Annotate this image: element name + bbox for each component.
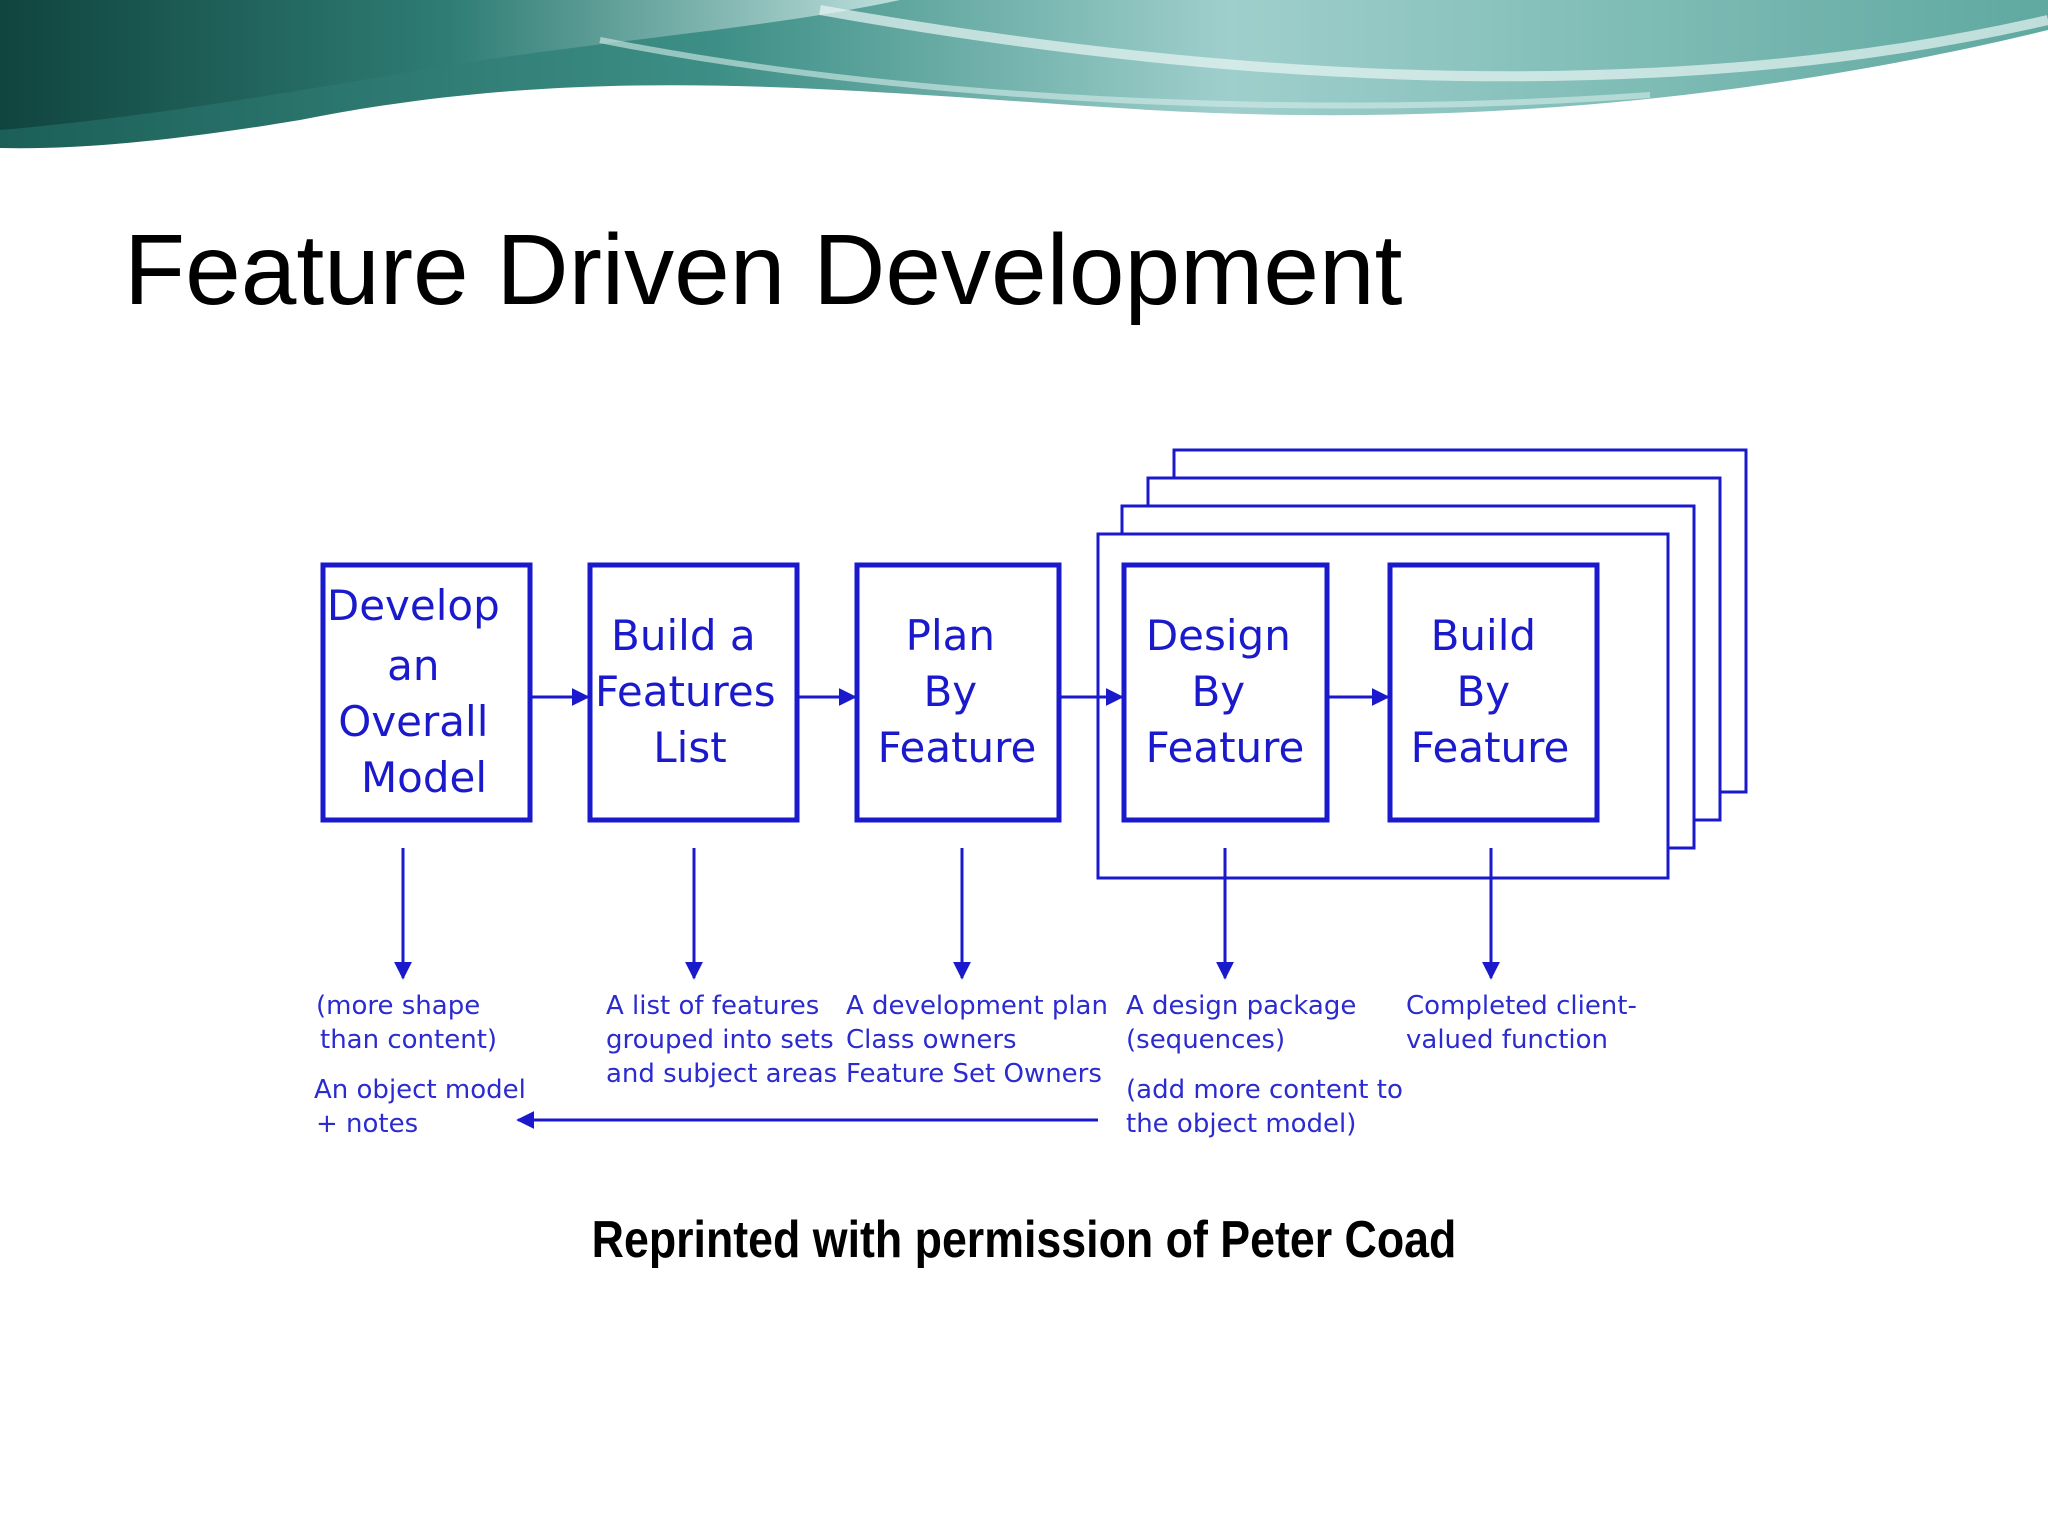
note-features-list: A list of features grouped into sets and… — [606, 991, 842, 1089]
note-plan-by-feature: A development plan Class owners Feature … — [846, 991, 1116, 1089]
slide-title: Feature Driven Development — [124, 214, 1403, 326]
box-develop-overall-model — [320, 562, 533, 823]
box-build-by-feature — [1387, 562, 1600, 823]
box-plan-by-feature — [854, 562, 1062, 823]
box-label-build-by-feature: Build By Feature — [1411, 611, 1570, 772]
header-banner — [0, 0, 2048, 149]
note-build-by-feature: Completed client- valued function — [1406, 991, 1645, 1055]
note-overall-model: (more shape than content) An object mode… — [314, 991, 534, 1139]
box-label-design-by-feature: Design By Feature — [1146, 611, 1305, 772]
box-build-features-list — [587, 562, 800, 823]
box-label-overall-model: Develop an Overall Model — [327, 581, 513, 802]
note-design-by-feature: A design package (sequences) (add more c… — [1126, 991, 1411, 1139]
box-label-plan-by-feature: Plan By Feature — [878, 611, 1037, 772]
box-label-features-list: Build a Features List — [595, 611, 789, 772]
permission-credit: Reprinted with permission of Peter Coad — [591, 1211, 1457, 1269]
box-design-by-feature — [1121, 562, 1330, 823]
